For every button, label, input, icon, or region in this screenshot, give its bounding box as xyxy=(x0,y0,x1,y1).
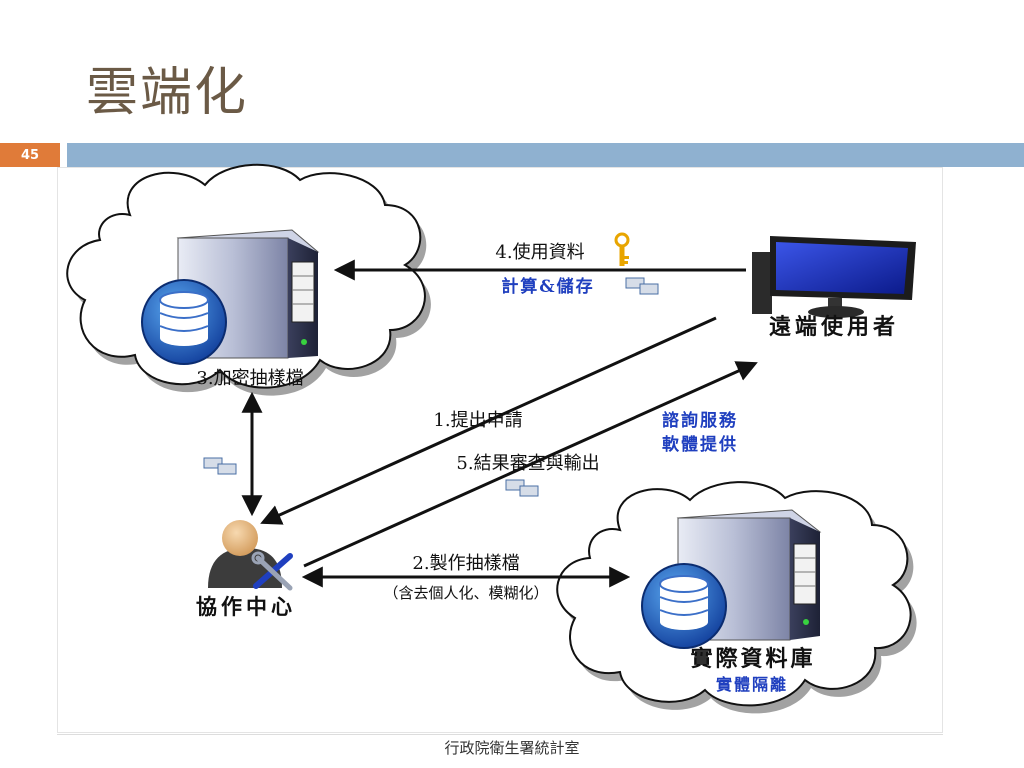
collab-center-label: 協作中心 xyxy=(196,594,296,619)
review-label: 5.結果審查與輸出 xyxy=(456,453,599,474)
network-window-icon xyxy=(203,457,237,475)
cloud-server-label: 3.加密抽樣檔 xyxy=(196,368,303,389)
make-sample-sublabel: （含去個人化、模糊化） xyxy=(383,584,548,602)
request-label: 1.提出申請 xyxy=(433,410,522,431)
consult-label-line2: 軟體提供 xyxy=(662,434,738,455)
network-window-icon xyxy=(625,277,659,295)
key-icon xyxy=(614,232,630,266)
arrow-review xyxy=(303,361,758,568)
footer-text: 行政院衛生署統計室 xyxy=(444,739,580,757)
page-number-badge: 45 xyxy=(0,143,60,167)
header-bar xyxy=(67,143,1024,167)
database-icon xyxy=(641,563,727,649)
remote-user-label: 遠端使用者 xyxy=(769,314,899,340)
real-db-label: 實際資料庫 xyxy=(690,646,815,672)
network-window-icon xyxy=(505,479,539,497)
slide-title: 雲端化 xyxy=(86,63,249,123)
use-data-label: 4.使用資料 xyxy=(495,242,584,263)
consult-label-line1: 諮詢服務 xyxy=(662,410,738,431)
real-db-sublabel: 實體隔離 xyxy=(716,675,788,694)
arrow-request xyxy=(260,316,717,525)
database-icon xyxy=(141,279,227,365)
make-sample-label: 2.製作抽樣檔 xyxy=(412,553,519,574)
use-data-sublabel: 計算&儲存 xyxy=(501,276,594,297)
computer-monitor-icon xyxy=(752,236,916,318)
person-with-tools-icon xyxy=(208,520,293,591)
footer-rule xyxy=(57,734,943,735)
